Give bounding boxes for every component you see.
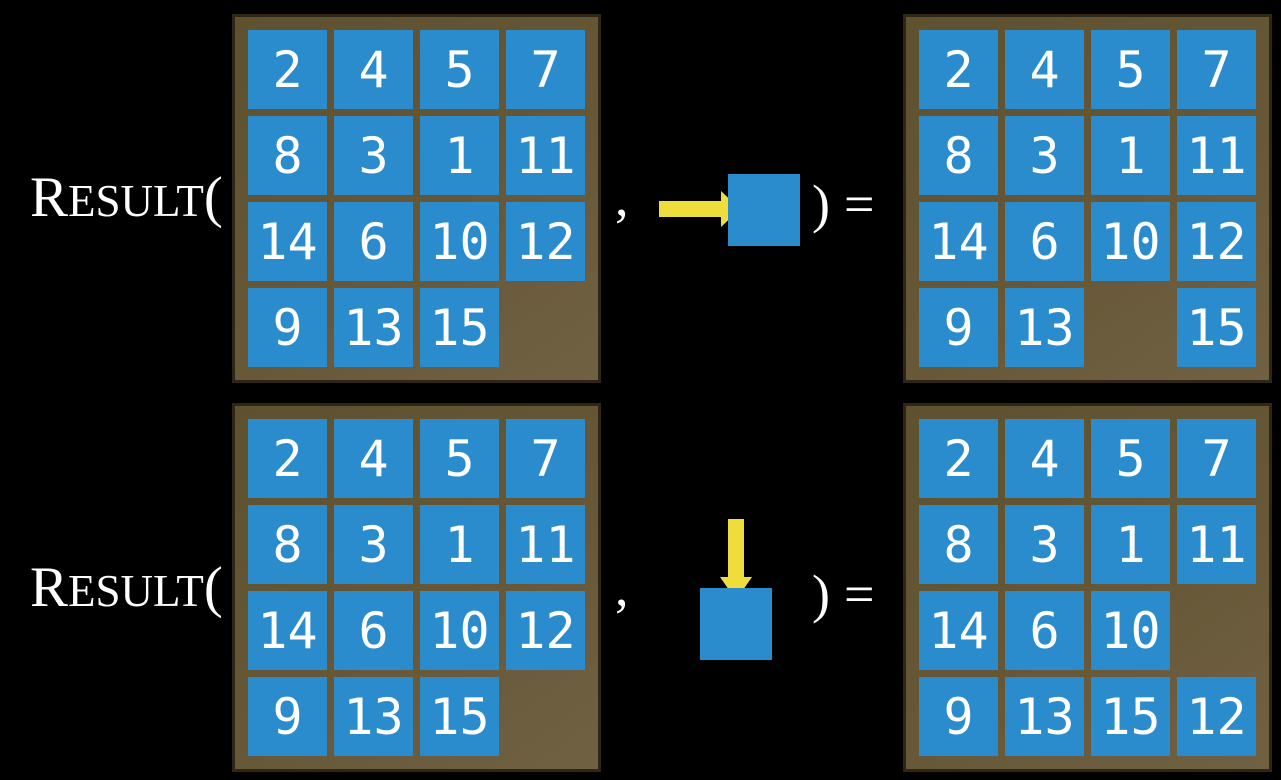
puzzle-tile: 15 [420, 288, 499, 367]
argument-comma: , [615, 557, 629, 617]
argument-comma: , [615, 167, 629, 227]
puzzle-tile: 12 [506, 202, 585, 281]
puzzle-tile: 13 [1005, 677, 1084, 756]
puzzle-tile: 7 [1177, 30, 1256, 109]
puzzle-tile: 9 [248, 677, 327, 756]
equals-sign: = [843, 174, 875, 234]
action-tile [700, 588, 772, 660]
puzzle-tile: 3 [1005, 505, 1084, 584]
puzzle-tile: 8 [919, 116, 998, 195]
puzzle-tile: 5 [1091, 30, 1170, 109]
puzzle-tile: 14 [248, 202, 327, 281]
puzzle-tile: 1 [420, 505, 499, 584]
puzzle-tile: 11 [506, 505, 585, 584]
puzzle-tile: 7 [1177, 419, 1256, 498]
puzzle-tile: 13 [334, 288, 413, 367]
result-function-label: RESULT( [30, 169, 223, 226]
puzzle-tile: 2 [248, 419, 327, 498]
puzzle-tile: 9 [919, 288, 998, 367]
function-name-rest: ESULT [68, 176, 204, 226]
equals-sign: = [843, 564, 875, 624]
puzzle-tile: 4 [334, 419, 413, 498]
function-name-initial: R [30, 166, 69, 229]
puzzle-tile: 8 [248, 505, 327, 584]
puzzle-tile: 3 [334, 505, 413, 584]
puzzle-tile: 1 [420, 116, 499, 195]
puzzle-tile: 7 [506, 419, 585, 498]
puzzle-tile: 10 [420, 591, 499, 670]
puzzle-tile: 15 [1091, 677, 1170, 756]
empty-cell [506, 288, 585, 367]
empty-cell [506, 677, 585, 756]
puzzle-tile: 14 [248, 591, 327, 670]
puzzle-tile: 12 [1177, 202, 1256, 281]
action-tile [728, 174, 800, 246]
empty-cell [1091, 288, 1170, 367]
puzzle-tile: 10 [420, 202, 499, 281]
puzzle-tile: 11 [1177, 116, 1256, 195]
arrow-shaft [728, 519, 744, 578]
function-name-rest: ESULT [68, 566, 204, 616]
result-function-label: RESULT( [30, 559, 223, 616]
puzzle-tile: 15 [420, 677, 499, 756]
open-paren: ( [203, 166, 223, 229]
close-paren: ) [812, 564, 830, 624]
puzzle-tile: 7 [506, 30, 585, 109]
puzzle-tile: 6 [334, 202, 413, 281]
puzzle-tile: 2 [248, 30, 327, 109]
close-paren-equals: )= [812, 177, 874, 231]
arrow-shaft [659, 201, 722, 217]
puzzle-tile: 11 [1177, 505, 1256, 584]
close-paren: ) [812, 174, 830, 234]
puzzle-tile: 2 [919, 419, 998, 498]
open-paren: ( [203, 556, 223, 619]
puzzle-tile: 9 [919, 677, 998, 756]
puzzle-tile: 4 [334, 30, 413, 109]
puzzle-tile: 2 [919, 30, 998, 109]
puzzle-tile: 5 [1091, 419, 1170, 498]
puzzle-tile: 4 [1005, 419, 1084, 498]
puzzle-tile: 13 [334, 677, 413, 756]
puzzle-tile: 5 [420, 419, 499, 498]
puzzle-tile: 3 [334, 116, 413, 195]
puzzle-tile: 13 [1005, 288, 1084, 367]
puzzle-tile: 9 [248, 288, 327, 367]
puzzle-tile: 1 [1091, 505, 1170, 584]
puzzle-tile: 12 [506, 591, 585, 670]
puzzle-tile: 5 [420, 30, 499, 109]
puzzle-tile: 11 [506, 116, 585, 195]
puzzle-tile: 3 [1005, 116, 1084, 195]
function-name-initial: R [30, 556, 69, 619]
puzzle-tile: 12 [1177, 677, 1256, 756]
puzzle-tile: 6 [1005, 591, 1084, 670]
close-paren-equals: )= [812, 567, 874, 621]
puzzle-tile: 4 [1005, 30, 1084, 109]
puzzle-tile: 10 [1091, 202, 1170, 281]
puzzle-tile: 15 [1177, 288, 1256, 367]
puzzle-tile: 1 [1091, 116, 1170, 195]
puzzle-tile: 6 [1005, 202, 1084, 281]
puzzle-tile: 14 [919, 202, 998, 281]
puzzle-tile: 8 [919, 505, 998, 584]
puzzle-tile: 14 [919, 591, 998, 670]
puzzle-tile: 8 [248, 116, 327, 195]
puzzle-tile: 6 [334, 591, 413, 670]
puzzle-tile: 10 [1091, 591, 1170, 670]
empty-cell [1177, 591, 1256, 670]
